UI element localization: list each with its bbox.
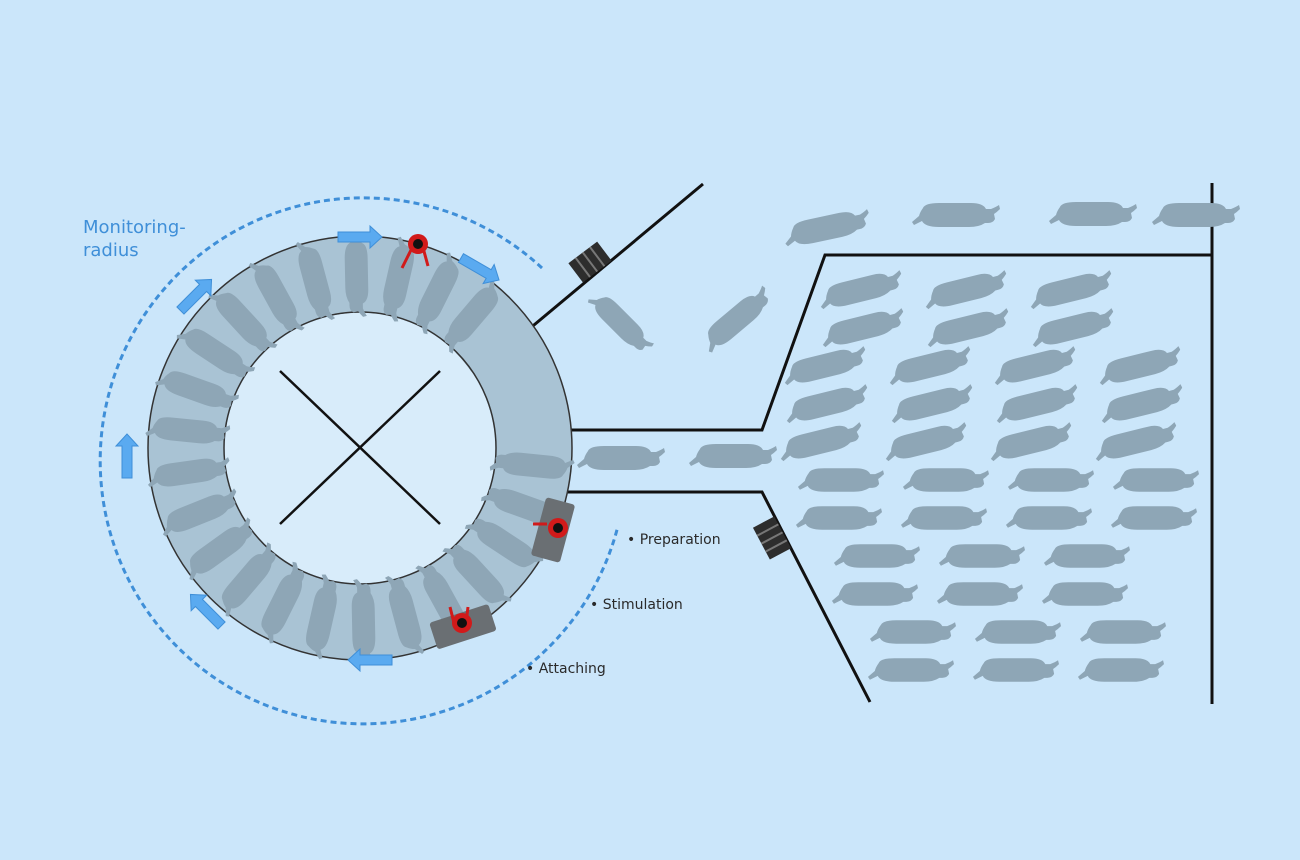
cow-icon	[585, 287, 656, 358]
cow-icon	[902, 468, 989, 492]
cow-icon	[577, 446, 665, 470]
direction-arrow-icon	[176, 278, 213, 315]
cow-icon	[923, 305, 1013, 350]
cow-icon	[869, 620, 956, 644]
holding-pen-upper-wall	[556, 253, 1212, 432]
cow-icon	[697, 283, 777, 356]
direction-arrow-icon	[347, 647, 393, 673]
cow-icon	[1095, 343, 1185, 388]
cow-icon	[1043, 544, 1130, 568]
cow-icon	[1091, 419, 1181, 464]
direction-arrow-icon	[114, 433, 140, 479]
monitoring-radius	[98, 196, 620, 726]
cow-icon	[1007, 468, 1094, 492]
holding-pen	[521, 182, 1214, 704]
cow-icon	[797, 468, 884, 492]
cow-icon	[1028, 305, 1118, 350]
cow-icon	[795, 506, 882, 530]
cow-icon	[990, 343, 1080, 388]
cow-icon	[900, 506, 987, 530]
direction-arrow-icon	[337, 224, 383, 250]
cow-icon	[867, 658, 954, 682]
robot-stimulation	[429, 604, 496, 649]
monitoring-label-line2: radius	[83, 240, 139, 261]
cow-icon	[986, 419, 1076, 464]
cow-icon	[936, 582, 1023, 606]
cow-icon	[689, 444, 777, 468]
robot-preparation	[531, 497, 575, 563]
cow-icon	[1005, 506, 1092, 530]
step-label-attaching: • Attaching	[526, 661, 606, 677]
direction-arrow-icon	[457, 252, 500, 285]
cow-icon	[816, 267, 906, 312]
rotation-arrows	[114, 224, 500, 673]
cow-icon	[885, 343, 975, 388]
cow-icon	[782, 381, 872, 426]
sorting-gate-upper	[568, 241, 612, 283]
step-label-preparation: • Preparation	[627, 532, 721, 548]
cow-icon	[781, 206, 873, 249]
monitoring-radius-arc	[98, 196, 620, 726]
robot-arm-icon	[400, 234, 430, 269]
cow-icon	[1097, 381, 1187, 426]
platform-spoke	[279, 370, 441, 525]
cow-icon	[780, 343, 870, 388]
cow-icon	[1026, 267, 1116, 312]
holding-pen-lower-wall	[548, 490, 872, 703]
cow-icon	[1041, 582, 1128, 606]
cow-icon	[1077, 658, 1164, 682]
cow-icon	[881, 419, 971, 464]
cow-icon	[1112, 468, 1199, 492]
cow-icon	[887, 381, 977, 426]
cow-icon	[776, 419, 866, 464]
cow-icon	[921, 267, 1011, 312]
cow-icon	[938, 544, 1025, 568]
cow-icon	[1110, 506, 1197, 530]
cow-icon	[972, 658, 1059, 682]
cow-icon	[818, 305, 908, 350]
cow-icon	[974, 620, 1061, 644]
cow-icon	[831, 582, 918, 606]
direction-arrow-icon	[189, 593, 226, 630]
cow-icon	[1152, 203, 1240, 227]
cow-icon	[912, 203, 1000, 227]
step-label-stimulation: • Stimulation	[590, 597, 683, 613]
cow-icon	[1079, 620, 1166, 644]
monitoring-label-line1: Monitoring-	[83, 217, 186, 238]
cow-icon	[992, 381, 1082, 426]
exit-lane-wall	[521, 182, 704, 337]
cow-icon	[1049, 202, 1137, 226]
sorting-gate-lower	[752, 516, 792, 560]
cow-icon	[833, 544, 920, 568]
